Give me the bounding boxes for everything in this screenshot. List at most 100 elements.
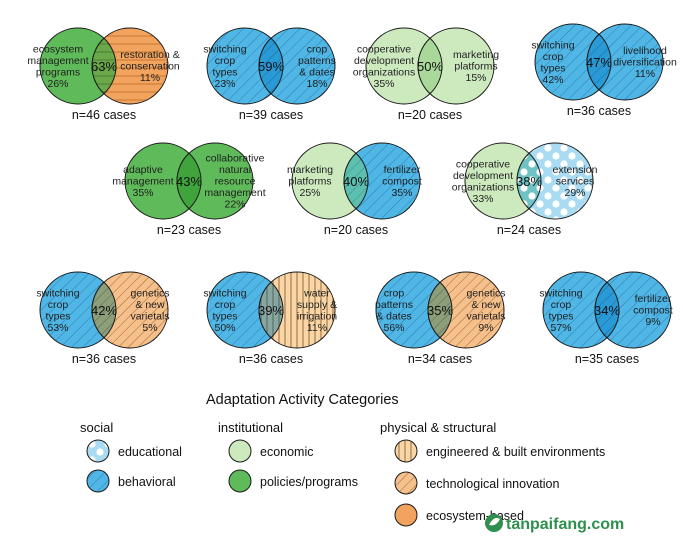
technological-swatch (394, 471, 418, 495)
venn-right-label: 35% (391, 187, 412, 199)
venn-right-label: diversification (613, 57, 677, 69)
venn-left-label: 25% (299, 187, 320, 199)
venn-case-count: n=20 cases (398, 108, 462, 122)
venn-left-label: development (354, 55, 414, 67)
venn-left-label: organizations (452, 181, 514, 193)
venn-left-label: 33% (472, 193, 493, 205)
venn-overlap (258, 37, 284, 95)
venn-right-label: natural (219, 164, 251, 176)
venn-left-label: & dates (376, 310, 412, 322)
venn-case-count: n=36 cases (567, 104, 631, 118)
venn-overlap-percent: 34% (594, 303, 620, 318)
venn-left-label: crop (215, 299, 236, 311)
venn-case-count: n=20 cases (324, 223, 388, 237)
venn-right-label: & new (135, 299, 165, 311)
venn-left-label: crop (543, 51, 564, 63)
legend-item-engineered: engineered & built environments (426, 445, 605, 459)
venn-left-label: 26% (47, 78, 68, 90)
watermark-text: tanpaifang.com (506, 516, 624, 533)
legend-group-physical: physical & structural (380, 420, 496, 435)
venn-left-label: 53% (47, 322, 68, 334)
venn-overlap-percent: 40% (343, 174, 369, 189)
venn-left-label: cooperative (357, 43, 411, 55)
venn-right-label: genetics (466, 287, 505, 299)
venn-4: switchingcroptypes42%livelihooddiversifi… (531, 23, 677, 118)
venn-left-label: programs (36, 66, 80, 78)
venn-right-label: 15% (465, 72, 486, 84)
venn-right-label: water (303, 287, 330, 299)
venn-left-label: marketing (287, 164, 333, 176)
venn-left-label: switching (539, 287, 582, 299)
venn-right-label: marketing (453, 49, 499, 61)
venn-left-label: 56% (383, 322, 404, 334)
engineered-swatch (394, 439, 418, 463)
venn-left-label: crop (215, 55, 236, 67)
venn-left-label: 50% (214, 322, 235, 334)
venn-overlap (594, 281, 620, 339)
venn-left-label: 23% (214, 78, 235, 90)
venn-left-label: cooperative (456, 158, 510, 170)
venn-left-label: platforms (288, 176, 331, 188)
venn-right-label: fertilizer (384, 164, 421, 176)
venn-left-label: 35% (132, 187, 153, 199)
venn-right-label: supply & (297, 299, 337, 311)
venn-overlap (427, 281, 453, 339)
venn-right-label: varietals (130, 310, 169, 322)
venn-overlap-percent: 47% (586, 55, 612, 70)
venn-right-label: conservation (120, 61, 180, 73)
venn-left-label: switching (36, 287, 79, 299)
venn-right-label: 18% (306, 78, 327, 90)
venn-11: switchingcroptypes57%fertilizercompost9%… (539, 271, 673, 366)
venn-overlap-percent: 43% (176, 174, 202, 189)
legend-item-behavioral: behavioral (118, 475, 176, 489)
venn-right-label: & new (471, 299, 501, 311)
venn-left-label: types (212, 310, 237, 322)
venn-right-label: varietals (466, 310, 505, 322)
venn-overlap-percent: 50% (417, 59, 443, 74)
venn-right-label: services (556, 176, 595, 188)
venn-right-label: platforms (454, 61, 497, 73)
venn-right-label: genetics (130, 287, 169, 299)
venn-7: cooperativedevelopmentorganizations33%ex… (452, 142, 598, 237)
venn-left-label: switching (203, 43, 246, 55)
venn-right-label: livelihood (623, 45, 667, 57)
policies-swatch (228, 469, 252, 493)
venn-left-label: switching (203, 287, 246, 299)
legend-item-technological: technological innovation (426, 477, 559, 491)
venn-left-label: types (45, 310, 70, 322)
venn-right-label: 9% (478, 322, 493, 334)
venn-right-label: patterns (298, 55, 336, 67)
legend-item-policies: policies/programs (260, 475, 358, 489)
venn-right-label: 22% (224, 199, 245, 211)
venn-overlap-percent: 59% (258, 59, 284, 74)
venn-1: ecosystemmanagementprograms26%restoratio… (27, 27, 180, 122)
economic-swatch (228, 439, 252, 463)
venn-right-label: extension (553, 164, 598, 176)
leaf-shape (489, 517, 500, 526)
venn-overlap-percent: 35% (427, 303, 453, 318)
legend-title: Adaptation Activity Categories (206, 392, 399, 408)
venn-left-label: adaptive (123, 164, 163, 176)
venn-right-label: resource (215, 176, 256, 188)
venn-right-label: & dates (299, 66, 335, 78)
venn-left-label: 42% (542, 74, 563, 86)
venn-overlap (343, 152, 369, 210)
venn-left-label: crop (551, 299, 572, 311)
watermark: tanpaifang.com (485, 514, 624, 533)
venn-left-label: organizations (353, 66, 415, 78)
venn-case-count: n=23 cases (157, 223, 221, 237)
legend: Adaptation Activity Categories social ed… (80, 392, 605, 527)
venn-right-label: 29% (564, 187, 585, 199)
venn-overlap (176, 152, 202, 210)
venn-left-label: 35% (373, 78, 394, 90)
venn-overlap-percent: 63% (91, 59, 117, 74)
venn-right-label: compost (382, 176, 422, 188)
venn-left-label: 57% (550, 322, 571, 334)
venn-overlap (586, 33, 612, 91)
venn-overlap (91, 37, 117, 95)
ecosystem-swatch (394, 503, 418, 527)
venn-case-count: n=46 cases (72, 108, 136, 122)
legend-group-social: social (80, 420, 113, 435)
venn-left-label: management (112, 176, 173, 188)
